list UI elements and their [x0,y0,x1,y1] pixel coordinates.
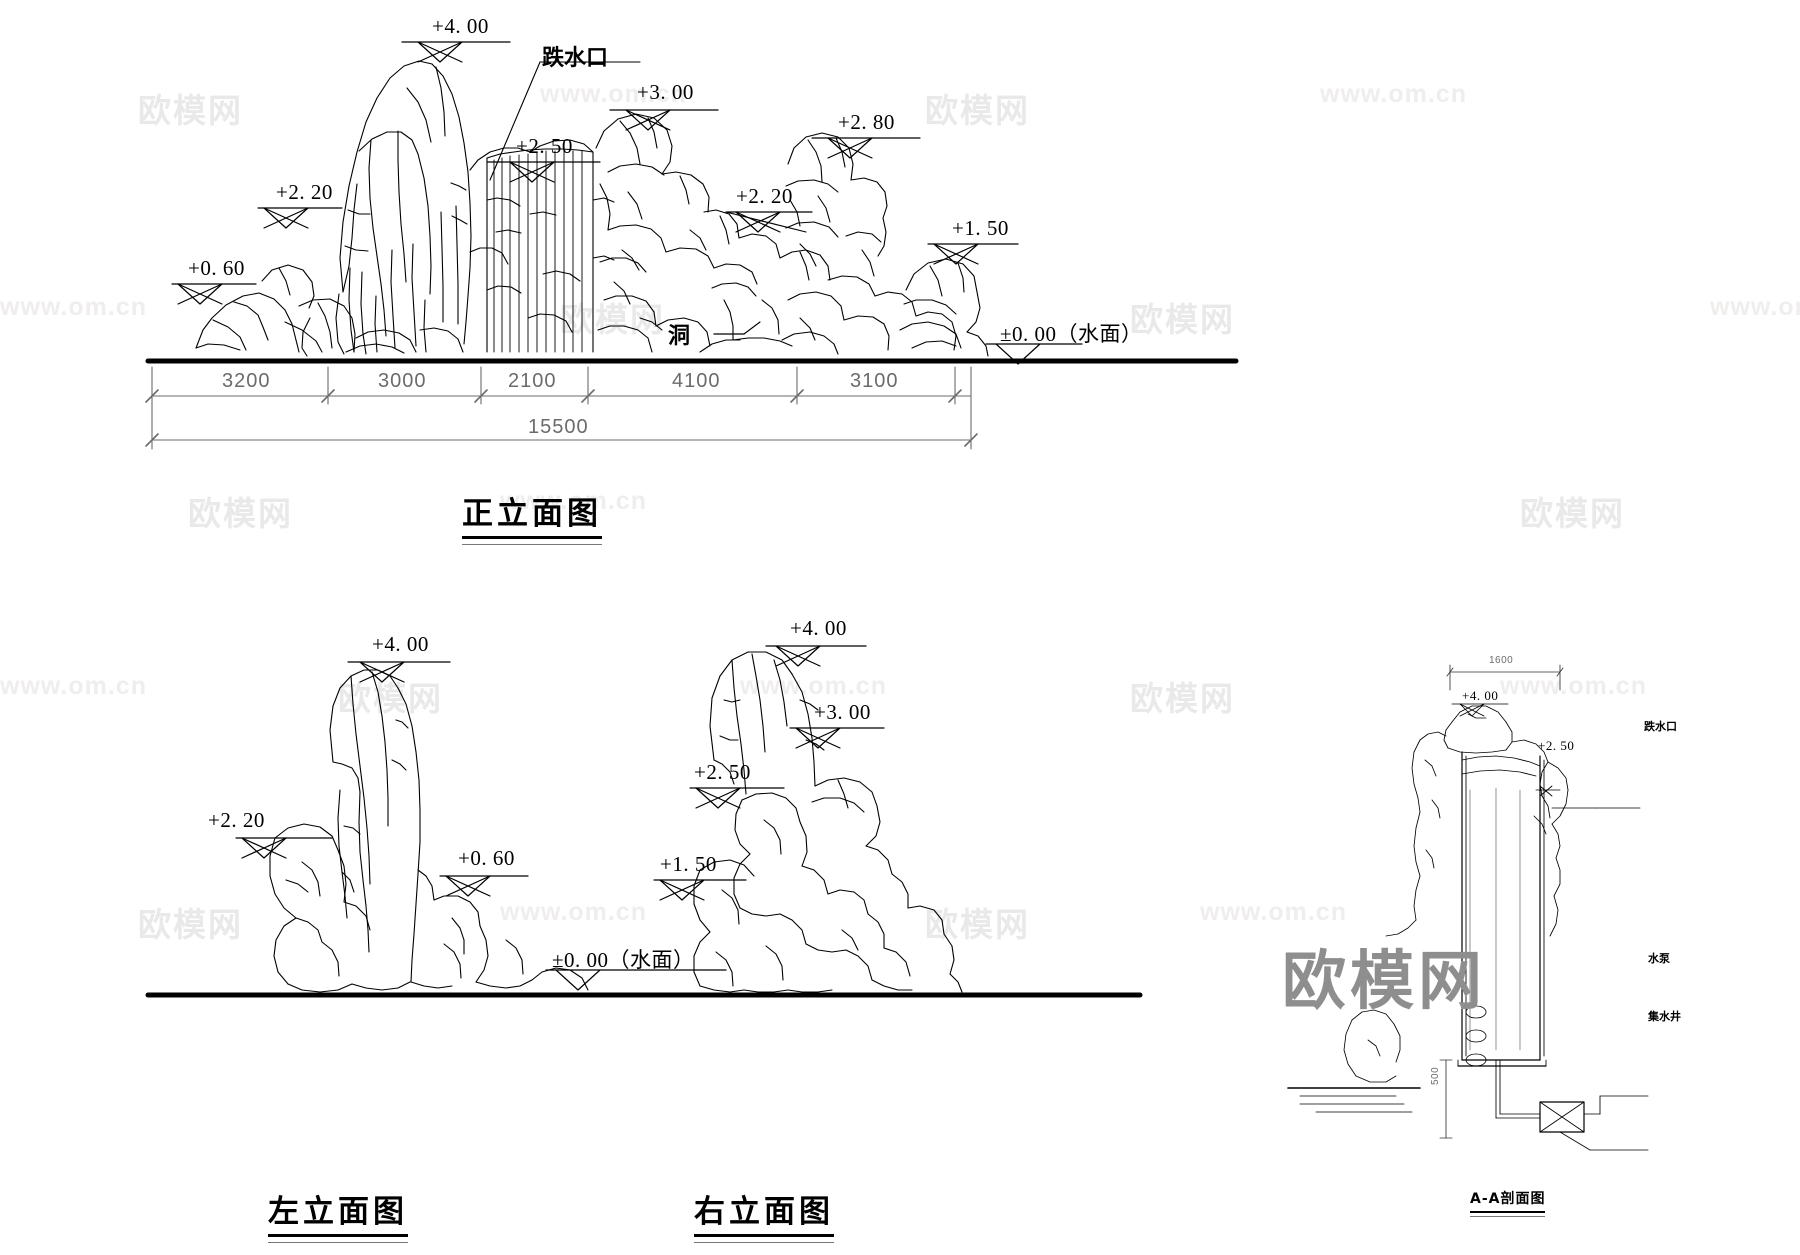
front-dimension-chain [145,366,978,450]
dimension-segment: 3000 [378,370,427,392]
level-marker-400: +4. 00 [790,616,847,640]
level-marker-400: +4. 00 [372,632,429,656]
view-title-section-aa: A-A剖面图 [1470,1188,1546,1217]
annotation-waterfall-mouth: 跌水口 [542,46,609,71]
level-marker-220-right: +2. 20 [736,184,793,208]
view-title-right-label: 右立面图 [694,1194,834,1230]
left-level-symbols [235,661,529,897]
level-marker-300: +3. 00 [637,80,694,104]
view-title-right: 右立面图 [694,1186,834,1243]
level-marker-400: +4. 00 [1462,688,1499,703]
level-marker-150: +1. 50 [660,852,717,876]
view-title-front: 正立面图 [462,488,602,545]
level-marker-060: +0. 60 [458,846,515,870]
right-elevation-outlines [693,651,963,993]
annotation-waterfall-mouth: 跌水口 [1644,720,1677,733]
view-title-left-label: 左立面图 [268,1194,408,1230]
title-rule-thin [268,1242,408,1243]
title-rule-thick [462,536,602,539]
view-title-left: 左立面图 [268,1186,408,1243]
level-marker-300: +3. 00 [814,700,871,724]
dimension-segment: 2100 [508,370,557,392]
level-marker-250: +2. 50 [1538,738,1575,753]
title-rule-thin [694,1242,834,1243]
level-marker-280: +2. 80 [838,110,895,134]
title-rule-thick [268,1234,408,1237]
level-marker-060: +0. 60 [188,256,245,280]
annotation-water-pump: 水泵 [1648,952,1670,965]
front-leaders [489,61,807,233]
section-aa-geometry [1287,664,1649,1151]
level-marker-250: +2. 50 [516,134,573,158]
level-marker-250: +2. 50 [694,760,751,784]
dimension-segment: 3200 [222,370,271,392]
annotation-collection-well: 集水井 [1648,1010,1681,1023]
annotation-cave: 洞 [668,324,691,349]
view-title-front-label: 正立面图 [462,496,602,532]
left-elevation-outlines [145,669,1143,998]
level-marker-000-water: ±0. 00（水面） [552,948,695,972]
title-rule-thin [462,544,602,545]
front-level-symbols [171,41,1083,365]
dimension-segment: 3100 [850,370,899,392]
section-width-dimension: 1600 [1489,655,1514,666]
section-height-dimension: 500 [1430,1066,1441,1085]
title-rule-thin [1470,1216,1546,1217]
dimension-segment: 4100 [672,370,721,392]
dimension-total: 15500 [528,416,589,438]
title-rule-thick [1470,1211,1546,1213]
level-marker-400: +4. 00 [432,14,489,38]
level-marker-220: +2. 20 [208,808,265,832]
title-rule-thick [694,1234,834,1237]
front-rock-outlines [145,60,1239,364]
right-level-symbols [545,645,885,991]
level-marker-220-left: +2. 20 [276,180,333,204]
level-marker-150: +1. 50 [952,216,1009,240]
level-marker-000-water: ±0. 00（水面） [1000,322,1143,346]
view-title-section-aa-label: A-A剖面图 [1470,1191,1546,1207]
